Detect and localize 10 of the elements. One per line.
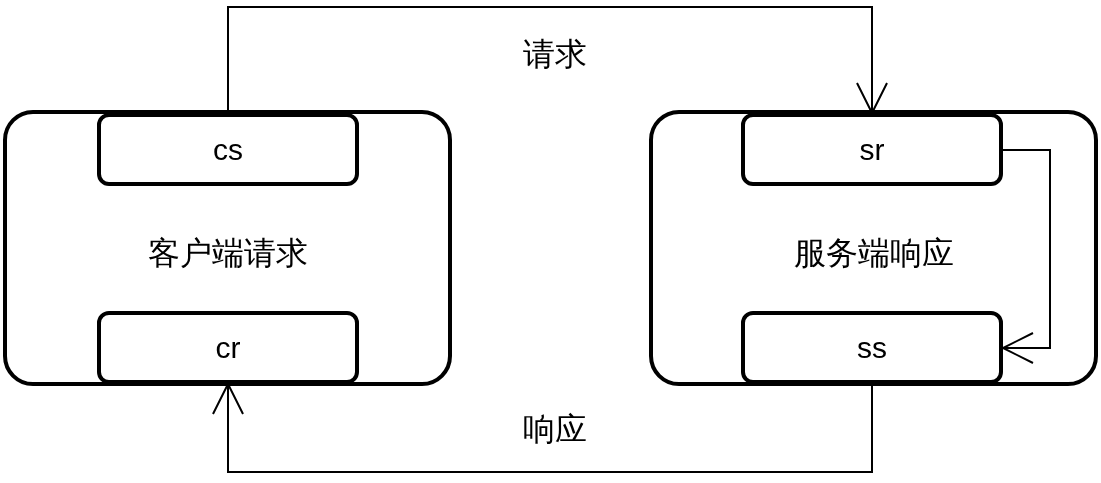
rounded-box	[649, 110, 1098, 386]
label-box: cr	[97, 311, 359, 384]
box-title: 服务端响应	[792, 234, 955, 273]
label-box: ss	[741, 311, 1003, 384]
label-box: cs	[97, 113, 359, 186]
arrow	[212, 383, 873, 473]
label-box: sr	[741, 113, 1003, 186]
box-title: 客户端请求	[146, 234, 309, 273]
arrow	[1002, 149, 1051, 364]
rounded-box	[3, 110, 452, 386]
